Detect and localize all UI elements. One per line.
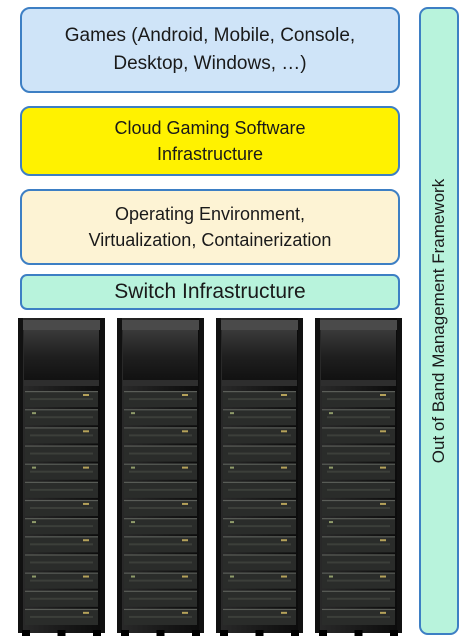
server-rack-3 bbox=[216, 318, 303, 636]
games-layer-line2: Desktop, Windows, …) bbox=[113, 53, 307, 74]
server-rack-2 bbox=[117, 318, 204, 636]
operating-environment-layer-box: Operating Environment, Virtualization, C… bbox=[20, 189, 400, 265]
switch-infrastructure-label: Switch Infrastructure bbox=[114, 279, 306, 303]
cloud-gaming-layer-line2: Infrastructure bbox=[156, 144, 264, 164]
cloud-gaming-layer-box: Cloud Gaming Software Infrastructure bbox=[20, 106, 400, 176]
switch-infrastructure-layer-box: Switch Infrastructure bbox=[20, 274, 400, 310]
operating-environment-line1: Operating Environment, bbox=[114, 203, 306, 224]
out-of-band-management-label: Out of Band Management Framework bbox=[429, 178, 448, 464]
out-of-band-management-bar: Out of Band Management Framework bbox=[419, 7, 459, 635]
operating-environment-line2: Virtualization, Containerization bbox=[88, 230, 332, 250]
cloud-gaming-layer-line1: Cloud Gaming Software bbox=[114, 117, 306, 138]
games-layer-box: Games (Android, Mobile, Console, Desktop… bbox=[20, 7, 400, 93]
games-layer-line1: Games (Android, Mobile, Console, bbox=[64, 25, 356, 47]
server-racks-image bbox=[18, 318, 402, 636]
server-rack-4 bbox=[315, 318, 402, 636]
server-rack-1 bbox=[18, 318, 105, 636]
